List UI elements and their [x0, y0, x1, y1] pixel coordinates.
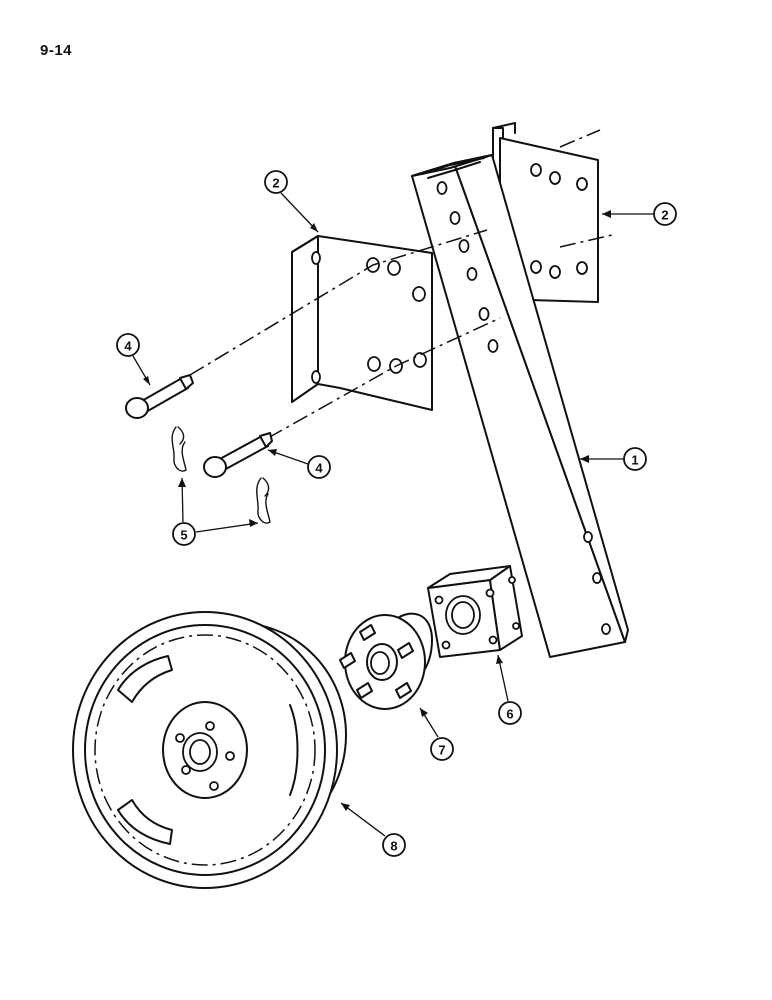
callout-label-2-right: 2: [661, 208, 668, 223]
callout-4-upper: 4: [116, 333, 151, 386]
callout-2-left: 2: [264, 170, 319, 233]
hairpin-clip-right[interactable]: [256, 477, 271, 524]
centerline-pin-lower: [267, 317, 501, 439]
callout-label-4-lower: 4: [315, 461, 323, 476]
callout-1: 1: [580, 447, 647, 471]
bracket-left[interactable]: [291, 235, 433, 411]
callout-6: 6: [496, 654, 522, 725]
centerline-right-bottom: [559, 234, 613, 248]
callout-label-6: 6: [506, 707, 513, 722]
wheel-rim[interactable]: [72, 611, 347, 889]
hub-mount-bracket[interactable]: [427, 565, 523, 658]
callout-7: 7: [419, 707, 454, 761]
centerline-right-top: [559, 129, 601, 148]
wheel-hub[interactable]: [339, 612, 433, 710]
page-number: 9-14: [40, 42, 73, 59]
callout-4-lower: 4: [267, 449, 331, 479]
centerline-pin-upper: [189, 229, 488, 376]
pin-lower[interactable]: [203, 432, 273, 478]
beam-tube[interactable]: [411, 154, 629, 658]
hairpin-clip-left[interactable]: [171, 426, 187, 472]
callout-label-1: 1: [631, 453, 638, 468]
callout-label-7: 7: [438, 743, 445, 758]
callout-label-4-upper: 4: [124, 339, 132, 354]
callout-2-right: 2: [602, 202, 677, 226]
pin-upper[interactable]: [125, 374, 194, 419]
callout-8: 8: [340, 802, 406, 857]
callout-5: 5: [172, 477, 259, 546]
callout-label-2-left: 2: [272, 176, 279, 191]
callout-label-8: 8: [390, 839, 397, 854]
callout-label-5: 5: [180, 528, 187, 543]
